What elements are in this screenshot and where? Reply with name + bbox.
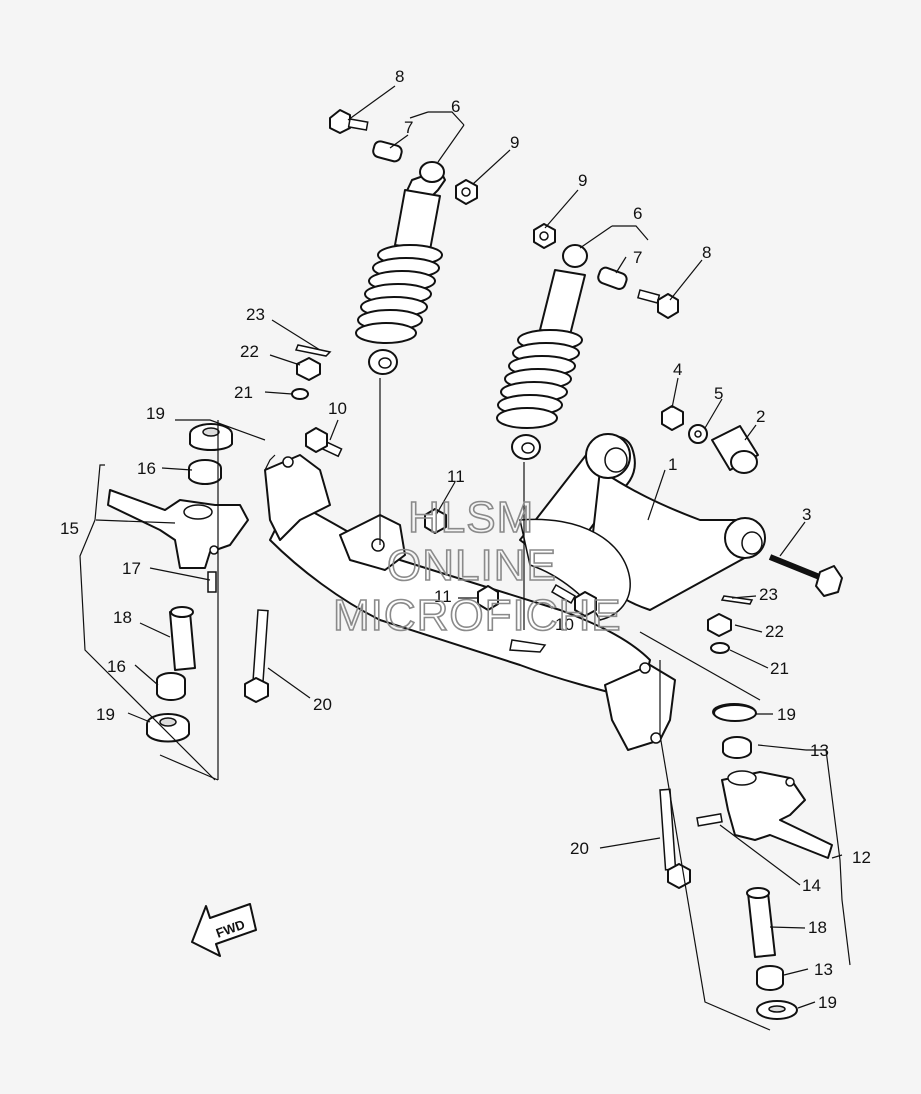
- callout-10: 10: [555, 615, 574, 634]
- forward-arrow-icon: FWD: [191, 903, 257, 957]
- callout-12: 12: [852, 848, 871, 867]
- callout-7: 7: [404, 118, 413, 137]
- callout-20: 20: [570, 839, 589, 858]
- callout-16: 16: [107, 657, 126, 676]
- callout-22: 22: [240, 342, 259, 361]
- callout-13: 13: [814, 960, 833, 979]
- front-arm-assembly: [264, 433, 766, 751]
- callout-6: 6: [633, 204, 642, 223]
- callout-23: 23: [246, 305, 265, 324]
- callout-20: 20: [313, 695, 332, 714]
- callout-3: 3: [802, 505, 811, 524]
- callout-21: 21: [234, 383, 253, 402]
- callout-6: 6: [451, 97, 460, 116]
- callout-18: 18: [113, 608, 132, 627]
- watermark: HLSM ONLINE MICROFICHE: [332, 492, 622, 641]
- callout-10: 10: [328, 399, 347, 418]
- callout-23: 23: [759, 585, 778, 604]
- callout-11: 11: [447, 467, 465, 486]
- callout-13: 13: [810, 741, 829, 760]
- top-hardware: [329, 109, 679, 319]
- watermark-line-2: ONLINE: [387, 541, 557, 590]
- right-shock-absorber: [496, 244, 588, 630]
- callout-19: 19: [777, 705, 796, 724]
- callout-11: 11: [434, 587, 452, 606]
- callout-labels: 8 6 7 9 9 6 7 8 23 22 21 10 19 16 15 17 …: [60, 67, 871, 1012]
- callout-17: 17: [122, 559, 141, 578]
- callout-18: 18: [808, 918, 827, 937]
- callout-9: 9: [578, 171, 587, 190]
- left-shock-absorber: [355, 161, 446, 545]
- left-knuckle-assembly: [107, 423, 249, 743]
- callout-19: 19: [96, 705, 115, 724]
- cotter-and-nut-parts: [291, 344, 757, 722]
- callout-5: 5: [714, 384, 723, 403]
- callout-19: 19: [146, 404, 165, 423]
- callout-7: 7: [633, 248, 642, 267]
- callout-16: 16: [137, 459, 156, 478]
- callout-21: 21: [770, 659, 789, 678]
- left-shock-spring: [355, 244, 443, 344]
- callout-4: 4: [673, 360, 682, 379]
- callout-9: 9: [510, 133, 519, 152]
- watermark-line-1: HLSM: [408, 493, 534, 542]
- callout-14: 14: [802, 876, 821, 895]
- right-shock-spring: [496, 329, 583, 429]
- callout-2: 2: [756, 407, 765, 426]
- callout-19: 19: [818, 993, 837, 1012]
- watermark-line-3: MICROFICHE: [333, 591, 622, 640]
- pivot-hardware: [661, 405, 843, 597]
- callout-15: 15: [60, 519, 79, 538]
- callout-8: 8: [702, 243, 711, 262]
- kingpin-bolts: [244, 609, 691, 889]
- callout-22: 22: [765, 622, 784, 641]
- callout-1: 1: [668, 455, 677, 474]
- callout-8: 8: [395, 67, 404, 86]
- leader-lines: [79, 85, 851, 1031]
